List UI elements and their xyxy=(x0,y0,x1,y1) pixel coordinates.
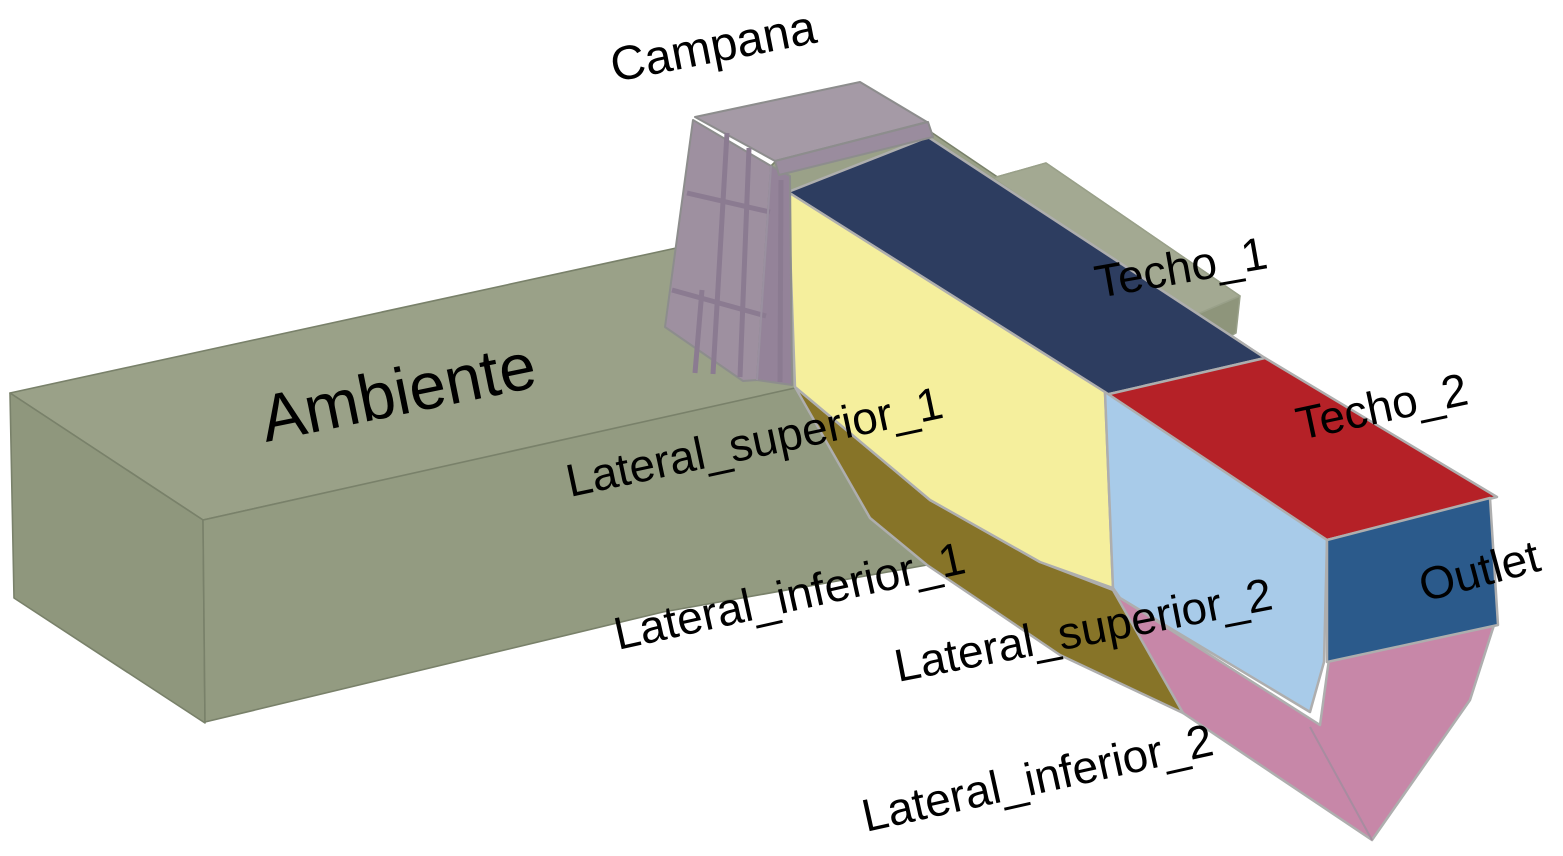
campana-rib-frame xyxy=(671,132,784,383)
surface-ambiente-left xyxy=(9,392,206,724)
surface-campana-rim xyxy=(774,121,934,176)
label-lateral-inferior-2: Lateral_inferior_2 xyxy=(857,714,1218,842)
surface-lateral-inferior-2 xyxy=(1106,588,1497,842)
campana-fold-seam xyxy=(756,165,772,381)
label-campana: Campana xyxy=(606,1,821,93)
pink-fold-seam xyxy=(1309,726,1373,841)
surface-outlet xyxy=(1325,496,1500,664)
